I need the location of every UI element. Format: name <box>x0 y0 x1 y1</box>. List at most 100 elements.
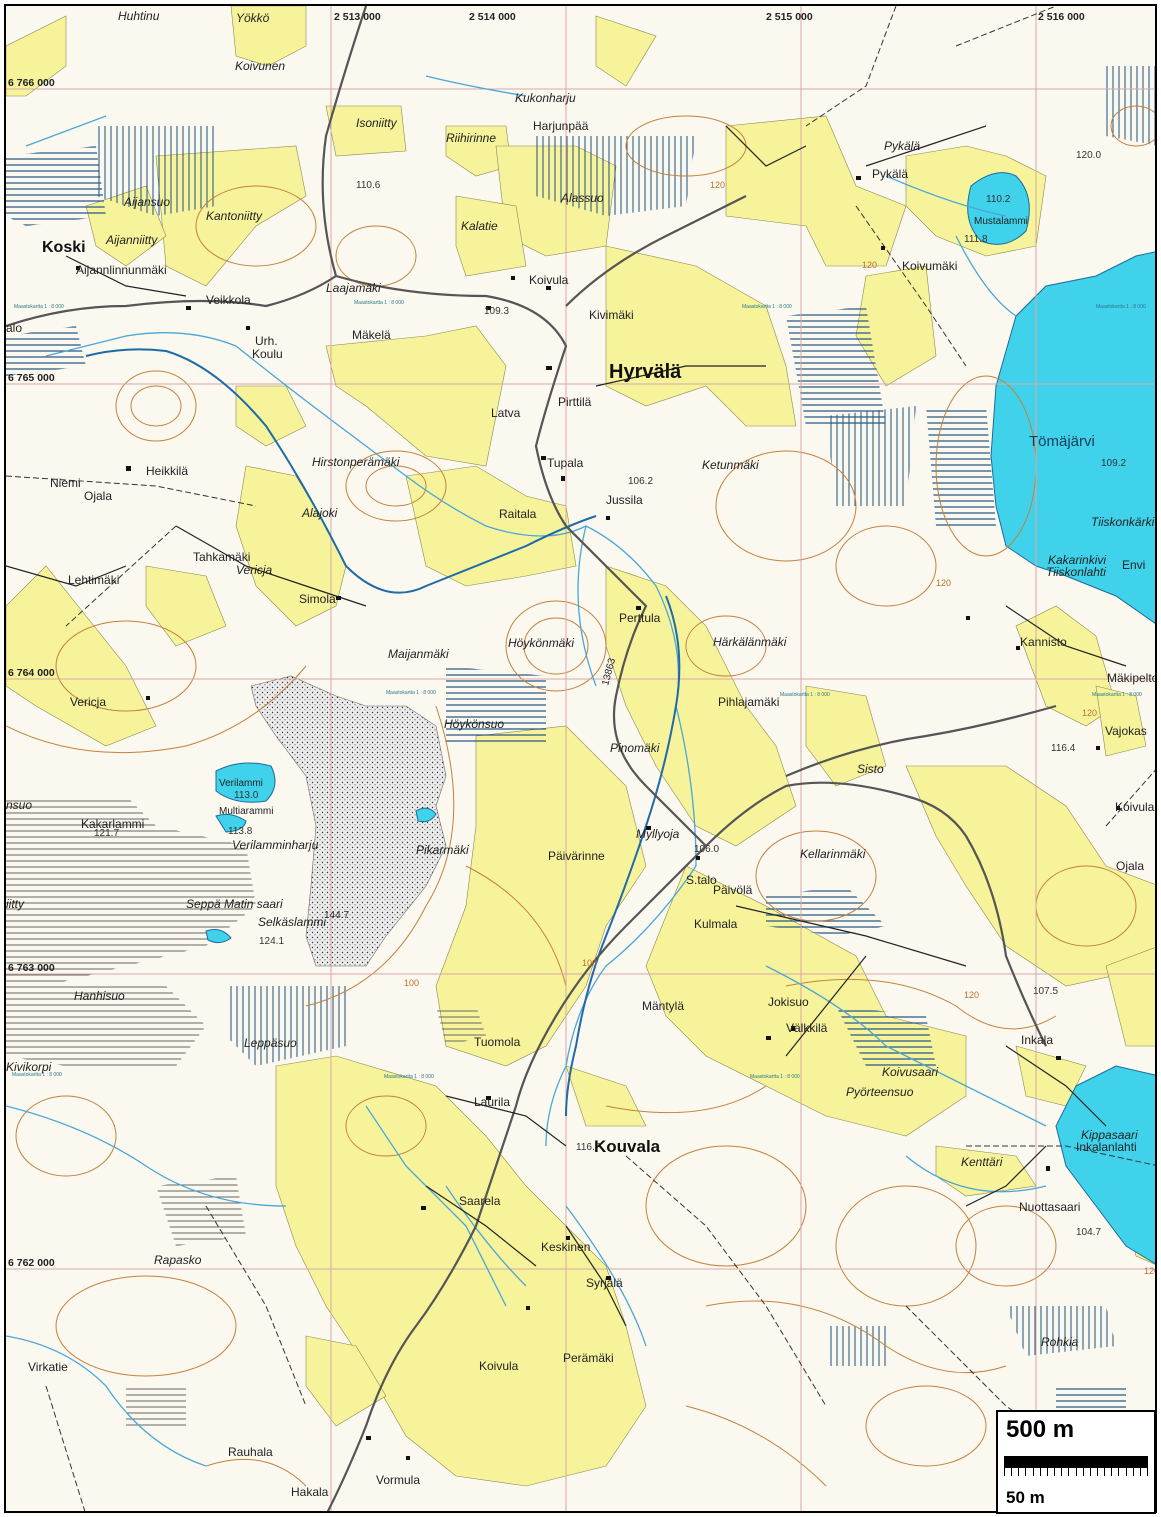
scale-tick <box>1089 1468 1091 1476</box>
place-label: Isoniitty <box>356 116 398 130</box>
topographic-map[interactable]: 2 513 000 2 514 000 2 515 000 2 516 000 … <box>4 4 1157 1513</box>
spot-height-label: 116.7 <box>576 1142 601 1153</box>
spot-height-label: 110.2 <box>986 194 1011 205</box>
place-label: Syrjälä <box>586 1276 623 1290</box>
place-label: iitty <box>6 897 25 911</box>
contour-label: 120 <box>936 578 951 588</box>
grid-x-label: 2 514 000 <box>469 11 516 23</box>
place-label: Kakarlammi <box>81 817 144 831</box>
place-label: Tuomola <box>474 1035 521 1049</box>
place-label: Vajokas <box>1105 724 1147 738</box>
place-label: Ojala <box>1116 859 1144 873</box>
scale-tick <box>1104 1468 1106 1476</box>
scale-sub-label: 50 m <box>1006 1488 1045 1507</box>
place-label: Koivusaari <box>882 1065 938 1079</box>
place-label: Tiiskonkärki <box>1091 515 1155 529</box>
place-label: Urh. <box>255 334 278 348</box>
place-label: Tahkamäki <box>193 550 250 564</box>
place-label: Rohkia <box>1041 1335 1079 1349</box>
place-label: Aijansuo <box>123 195 170 209</box>
label-tomajarvi: Tömäjärvi <box>1029 433 1095 450</box>
sheet-note: Maastokartta 1 : 8 000 <box>780 692 830 698</box>
place-label: Pykälä <box>872 167 908 181</box>
scale-bar <box>1004 1456 1148 1468</box>
spot-height-label: 116.4 <box>1051 743 1076 754</box>
spot-height-label: 109.2 <box>1101 458 1126 469</box>
lake-verilammi <box>215 762 276 803</box>
spot-height-label: 104.7 <box>1076 1227 1101 1238</box>
place-label: Kenttäri <box>961 1155 1003 1169</box>
scale-tick <box>1139 1468 1141 1476</box>
scale-main-label: 500 m <box>1006 1416 1075 1443</box>
place-label: Virkatie <box>28 1360 68 1374</box>
place-label: Kakarinkivi <box>1048 553 1106 567</box>
contour-labels: 120120120120100100120120 <box>404 180 1157 1276</box>
place-label: Kannisto <box>1020 635 1067 649</box>
place-label: Kippasaari <box>1081 1128 1138 1142</box>
coordinate-grid <box>6 6 1155 1511</box>
place-label: Rauhala <box>228 1445 273 1459</box>
place-label: Saarela <box>459 1194 501 1208</box>
sheet-note: Maastokartta 1 : 8 000 <box>354 300 404 306</box>
place-label: Niemi <box>50 476 81 490</box>
place-label: Höykönmäki <box>508 636 574 650</box>
spot-height-label: 120.0 <box>1076 150 1101 161</box>
sheet-note: Maastokartta 1 : 8 000 <box>14 304 64 310</box>
place-label: Seppä Matin saari <box>186 897 283 911</box>
sheet-note: Maastokartta 1 : 8 000 <box>1092 692 1142 698</box>
place-label: Kivikorpi <box>6 1060 52 1074</box>
place-label: Kulmala <box>694 917 738 931</box>
grid-y-label: 6 766 000 <box>8 77 55 89</box>
contour-label: 120 <box>1144 1266 1157 1276</box>
spot-height-label: 144.7 <box>324 910 349 921</box>
place-label: Mäntylä <box>642 999 684 1013</box>
place-label: Harjunpää <box>533 119 589 133</box>
grid-y-label: 6 763 000 <box>8 962 55 974</box>
scale-tick <box>1082 1468 1084 1476</box>
place-label: Vormula <box>376 1473 420 1487</box>
place-label: Kivimäki <box>589 308 634 322</box>
scale-tick <box>1068 1468 1070 1476</box>
sheet-note: Maastokartta 1 : 8 000 <box>384 1074 434 1080</box>
paths <box>6 6 1155 1511</box>
sheet-note: Maastokartta 1 : 8 000 <box>1096 304 1146 310</box>
place-label: Keskinen <box>541 1240 590 1254</box>
place-label: Jokisuo <box>768 995 809 1009</box>
place-label: Ketunmäki <box>702 458 759 472</box>
spot-height-label: 110.6 <box>356 180 381 191</box>
place-label: Leppäsuo <box>244 1036 297 1050</box>
place-label: Aijanniitty <box>105 233 158 247</box>
spot-height-label: 113.8 <box>228 826 253 837</box>
place-label: alo <box>6 321 22 335</box>
place-label: Lehtimäki <box>68 573 119 587</box>
scale-tick <box>1039 1468 1041 1476</box>
scale-tick <box>1061 1468 1063 1476</box>
sheet-note: Maastokartta 1 : 8 000 <box>386 690 436 696</box>
scale-tick <box>1118 1468 1120 1476</box>
sheet-note: Maastokartta 1 : 8 000 <box>750 1074 800 1080</box>
scale-tick <box>1125 1468 1127 1476</box>
scale-tick <box>1025 1468 1027 1476</box>
spot-height-label: 111.8 <box>964 234 988 245</box>
place-label: Tupala <box>547 456 584 470</box>
place-label: Koivunen <box>235 59 285 73</box>
place-label: Selkäslammi <box>258 915 326 929</box>
scale-tick <box>1004 1468 1005 1476</box>
place-label: Mäkipelto <box>1107 671 1157 685</box>
place-label: Jussila <box>606 493 643 507</box>
place-label: Pihlajamäki <box>718 695 779 709</box>
contour-label: 100 <box>404 978 419 988</box>
place-label: Alajoki <box>301 506 338 520</box>
grid-labels: 2 513 000 2 514 000 2 515 000 2 516 000 … <box>8 11 1085 1269</box>
roads <box>6 6 1057 1511</box>
place-label: Myllyoja <box>636 827 680 841</box>
lakes <box>205 172 1155 1265</box>
spot-height-label: 107.5 <box>1033 986 1058 997</box>
place-label: Hirstonperämäki <box>312 455 400 469</box>
contour-label: 100 <box>582 958 597 968</box>
spot-height-label: 106.0 <box>694 844 719 855</box>
place-label: Perämäki <box>563 1351 614 1365</box>
lake-kipasaari <box>1055 1065 1155 1265</box>
